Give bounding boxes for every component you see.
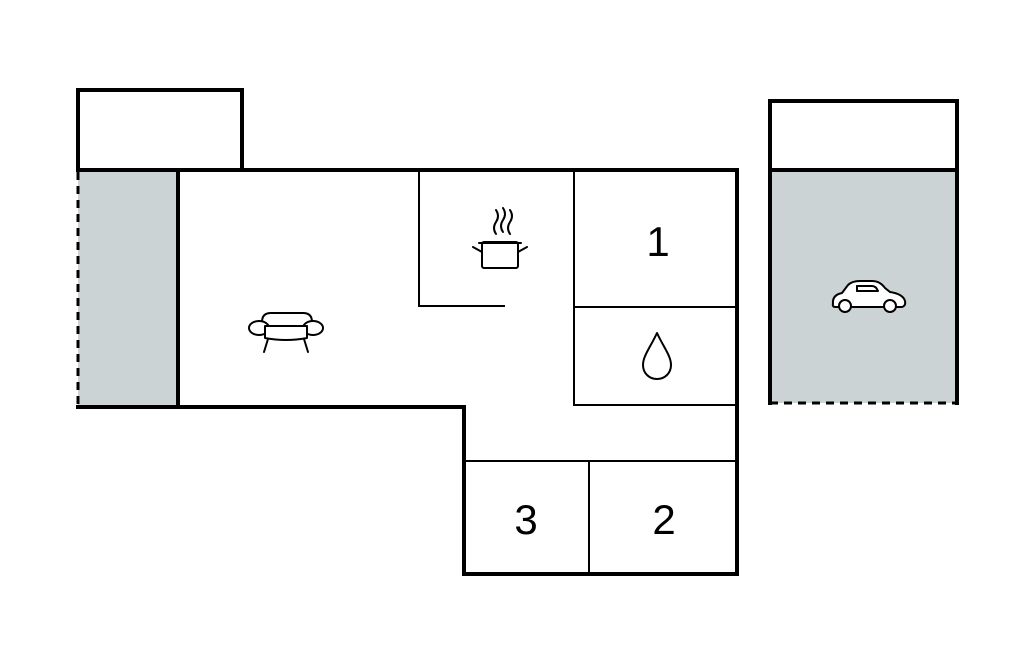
terrace-area bbox=[78, 170, 178, 407]
room-label-2: 2 bbox=[652, 496, 675, 543]
kitchen-wall bbox=[418, 170, 505, 307]
water-drop-icon bbox=[642, 332, 672, 380]
house-outer-wall bbox=[176, 168, 739, 576]
cooking-pot-icon bbox=[472, 207, 528, 269]
sofa-icon bbox=[248, 312, 324, 353]
car-icon bbox=[831, 280, 907, 313]
room-label-1: 1 bbox=[646, 218, 669, 265]
room-label-3: 3 bbox=[514, 496, 537, 543]
carport-roof-box bbox=[768, 99, 959, 172]
annex-top-left bbox=[76, 88, 244, 172]
